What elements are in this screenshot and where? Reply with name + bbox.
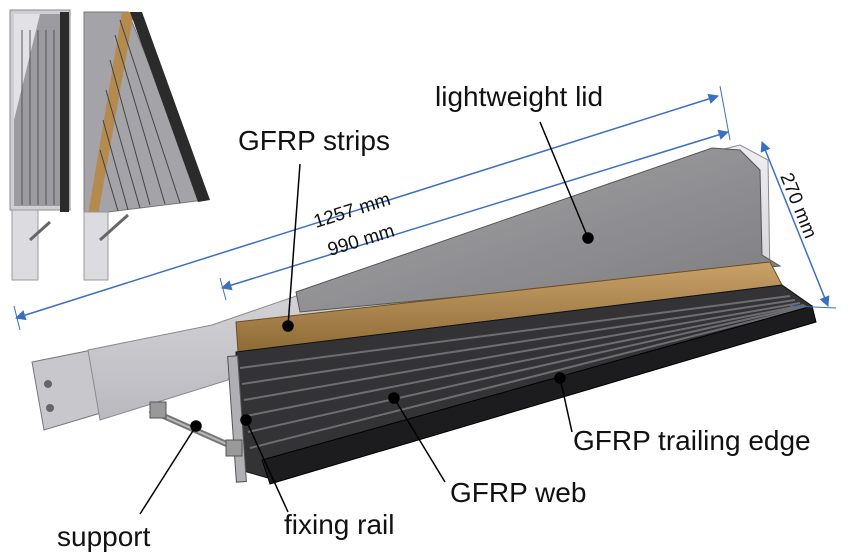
dim-line-990 xyxy=(220,129,730,291)
inset-views xyxy=(9,9,210,281)
label-gfrp-web: GFRP web xyxy=(450,477,586,508)
label-lightweight-lid: lightweight lid xyxy=(435,81,603,112)
dim-line-270 xyxy=(760,141,830,307)
label-gfrp-strips: GFRP strips xyxy=(238,125,390,156)
leader-lines xyxy=(139,121,594,515)
gfrp-trailing-edge xyxy=(261,305,817,485)
label-fixing-rail: fixing rail xyxy=(284,509,394,540)
dim-text-270: 270 mm xyxy=(775,170,820,242)
label-support: support xyxy=(57,521,151,552)
inset-view-right xyxy=(83,11,210,281)
dimension-lines xyxy=(13,85,837,331)
inset-view-left xyxy=(9,9,71,281)
label-gfrp-trailing-edge: GFRP trailing edge xyxy=(573,425,811,456)
